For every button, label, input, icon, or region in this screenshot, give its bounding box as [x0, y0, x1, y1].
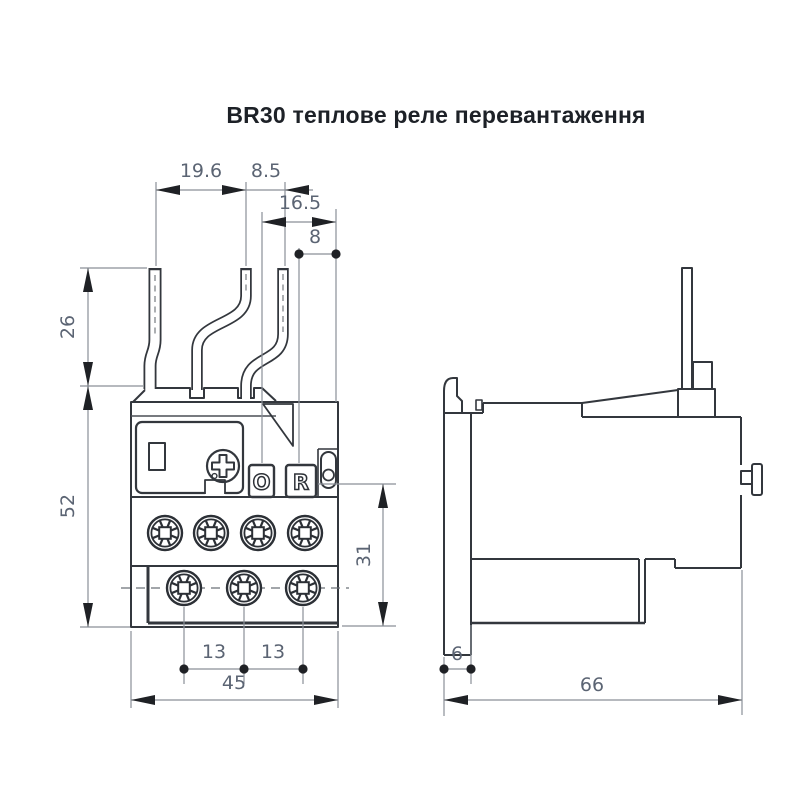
current-dial[interactable]: [205, 448, 241, 484]
adjustment-panel: [134, 420, 245, 495]
rail-clip-hook: [443, 377, 463, 414]
side-pin: [681, 267, 693, 390]
dim-label-31: 31: [353, 543, 375, 567]
reset-button-label: R: [293, 471, 309, 495]
dimension-arrows: [83, 185, 742, 705]
panel-window: [148, 442, 166, 471]
screw-terminal[interactable]: [225, 569, 263, 607]
pin-base-block: [677, 388, 716, 418]
dim-label-13-left: 13: [202, 641, 226, 663]
screw-terminal[interactable]: [146, 514, 184, 552]
dim-label-8-5: 8.5: [251, 160, 281, 182]
side-knob-cap[interactable]: [751, 463, 763, 496]
screw-terminal[interactable]: [192, 514, 230, 552]
clip-tab: [475, 399, 483, 411]
molding-wedge: [262, 403, 294, 447]
dim-label-13-right: 13: [261, 641, 285, 663]
dimension-labels: 19.6 8.5 16.5 8 26 52 31 13 13 45 6 66: [57, 160, 604, 696]
dial-cross-slot: [211, 454, 235, 478]
dim-label-16-5: 16.5: [279, 192, 321, 214]
page-title: BR30 теплове реле перевантаження: [226, 102, 646, 128]
pin-base-step: [692, 361, 713, 390]
screw-terminal[interactable]: [165, 569, 203, 607]
top-chamfer: [581, 389, 679, 404]
side-view: [443, 267, 763, 656]
dim-label-45: 45: [222, 672, 246, 694]
dim-label-19-6: 19.6: [180, 160, 222, 182]
dim-label-52: 52: [57, 494, 79, 518]
test-lever[interactable]: [320, 451, 337, 489]
dim-label-66: 66: [580, 674, 604, 696]
screw-terminal[interactable]: [239, 514, 277, 552]
button-labels: O R: [252, 470, 310, 496]
dial-index-dot: [211, 472, 218, 480]
dim-label-8: 8: [309, 226, 321, 248]
screw-terminal[interactable]: [284, 569, 322, 607]
pin-centerlines: [154, 274, 284, 336]
dim-label-6: 6: [451, 643, 463, 665]
dim-label-26: 26: [57, 315, 79, 339]
lever-pivot: [322, 468, 335, 482]
stop-button-label: O: [253, 471, 271, 495]
connection-pins: [143, 268, 289, 401]
screw-terminal[interactable]: [286, 514, 324, 552]
